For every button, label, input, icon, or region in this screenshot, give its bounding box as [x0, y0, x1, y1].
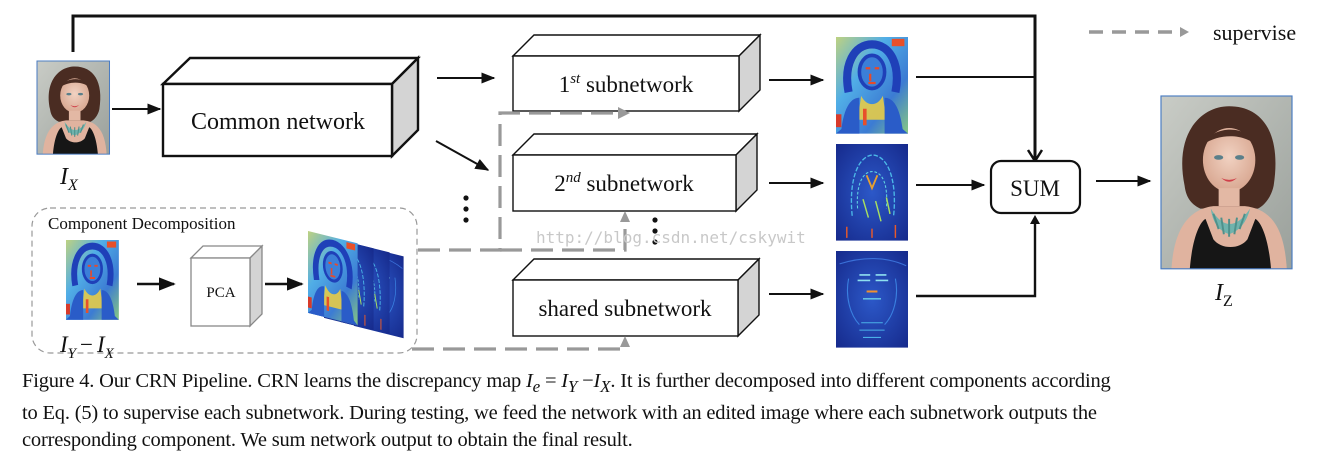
- subnetwork-2-label: 2nd subnetwork: [554, 170, 694, 196]
- sum-label: SUM: [1010, 176, 1060, 201]
- sum-node: SUM: [989, 159, 1082, 215]
- caption-line-3: corresponding component. We sum network …: [22, 429, 633, 452]
- output-image: [1160, 95, 1293, 270]
- legend: supervise: [1089, 20, 1296, 45]
- pca-label: PCA: [206, 285, 235, 301]
- line-output3-to-sum: [916, 222, 1037, 298]
- discrepancy-map: [66, 240, 119, 320]
- subnetwork-2-output-map: [835, 143, 909, 242]
- shared-subnetwork-box: shared subnetwork: [511, 257, 761, 338]
- input-label: IX: [59, 164, 79, 194]
- vertical-ellipsis-middle: [652, 217, 658, 245]
- supervise-arrowhead-2: [620, 211, 630, 222]
- subnetwork-1-label: 1st subnetwork: [559, 71, 694, 97]
- caption-line-2: to Eq. (5) to supervise each subnetwork.…: [22, 402, 1097, 425]
- component-decomposition-panel: Component Decomposition IY−IX PCA: [31, 207, 418, 360]
- crn-pipeline-diagram: IX Common network 1st subnetwork 2nd sub…: [31, 14, 1296, 360]
- caption-line-1-tail: . It is further decomposed into differen…: [610, 370, 1111, 392]
- subnetwork-2-box: 2nd subnetwork: [511, 132, 759, 213]
- output-label: IZ: [1214, 280, 1233, 310]
- caption-line-1-text: Figure 4. Our CRN Pipeline. CRN learns t…: [22, 370, 527, 392]
- caption-line-1: Figure 4. Our CRN Pipeline. CRN learns t…: [22, 368, 1322, 400]
- supervise-arrowhead-1: [618, 107, 630, 119]
- vertical-ellipsis-left: [463, 195, 469, 223]
- figure-caption: Figure 4. Our CRN Pipeline. CRN learns t…: [22, 368, 1322, 454]
- legend-arrowhead: [1180, 27, 1189, 37]
- legend-label: supervise: [1213, 20, 1296, 45]
- pca-box: PCA: [189, 244, 264, 328]
- skip-connection-line: [71, 14, 1037, 160]
- subnetwork-1-output-map: [836, 37, 908, 134]
- component-stack: [308, 231, 405, 340]
- arrow-common-to-sub2: [435, 140, 490, 171]
- watermark: http://blog.csdn.net/cskywit: [536, 228, 806, 247]
- common-network-box: Common network: [160, 55, 421, 159]
- caption-math: Ie = IY −IX: [526, 370, 611, 397]
- supervise-arrowhead-3: [620, 336, 630, 347]
- common-network-label: Common network: [191, 109, 365, 135]
- decomposition-title: Component Decomposition: [48, 214, 236, 233]
- arrowhead-output3-to-sum: [1030, 215, 1040, 224]
- input-image: [36, 60, 111, 155]
- shared-subnetwork-output-map: [834, 249, 910, 349]
- shared-subnetwork-label: shared subnetwork: [538, 296, 712, 321]
- discrepancy-map-label: IY−IX: [59, 332, 115, 360]
- subnetwork-1-box: 1st subnetwork: [511, 33, 762, 113]
